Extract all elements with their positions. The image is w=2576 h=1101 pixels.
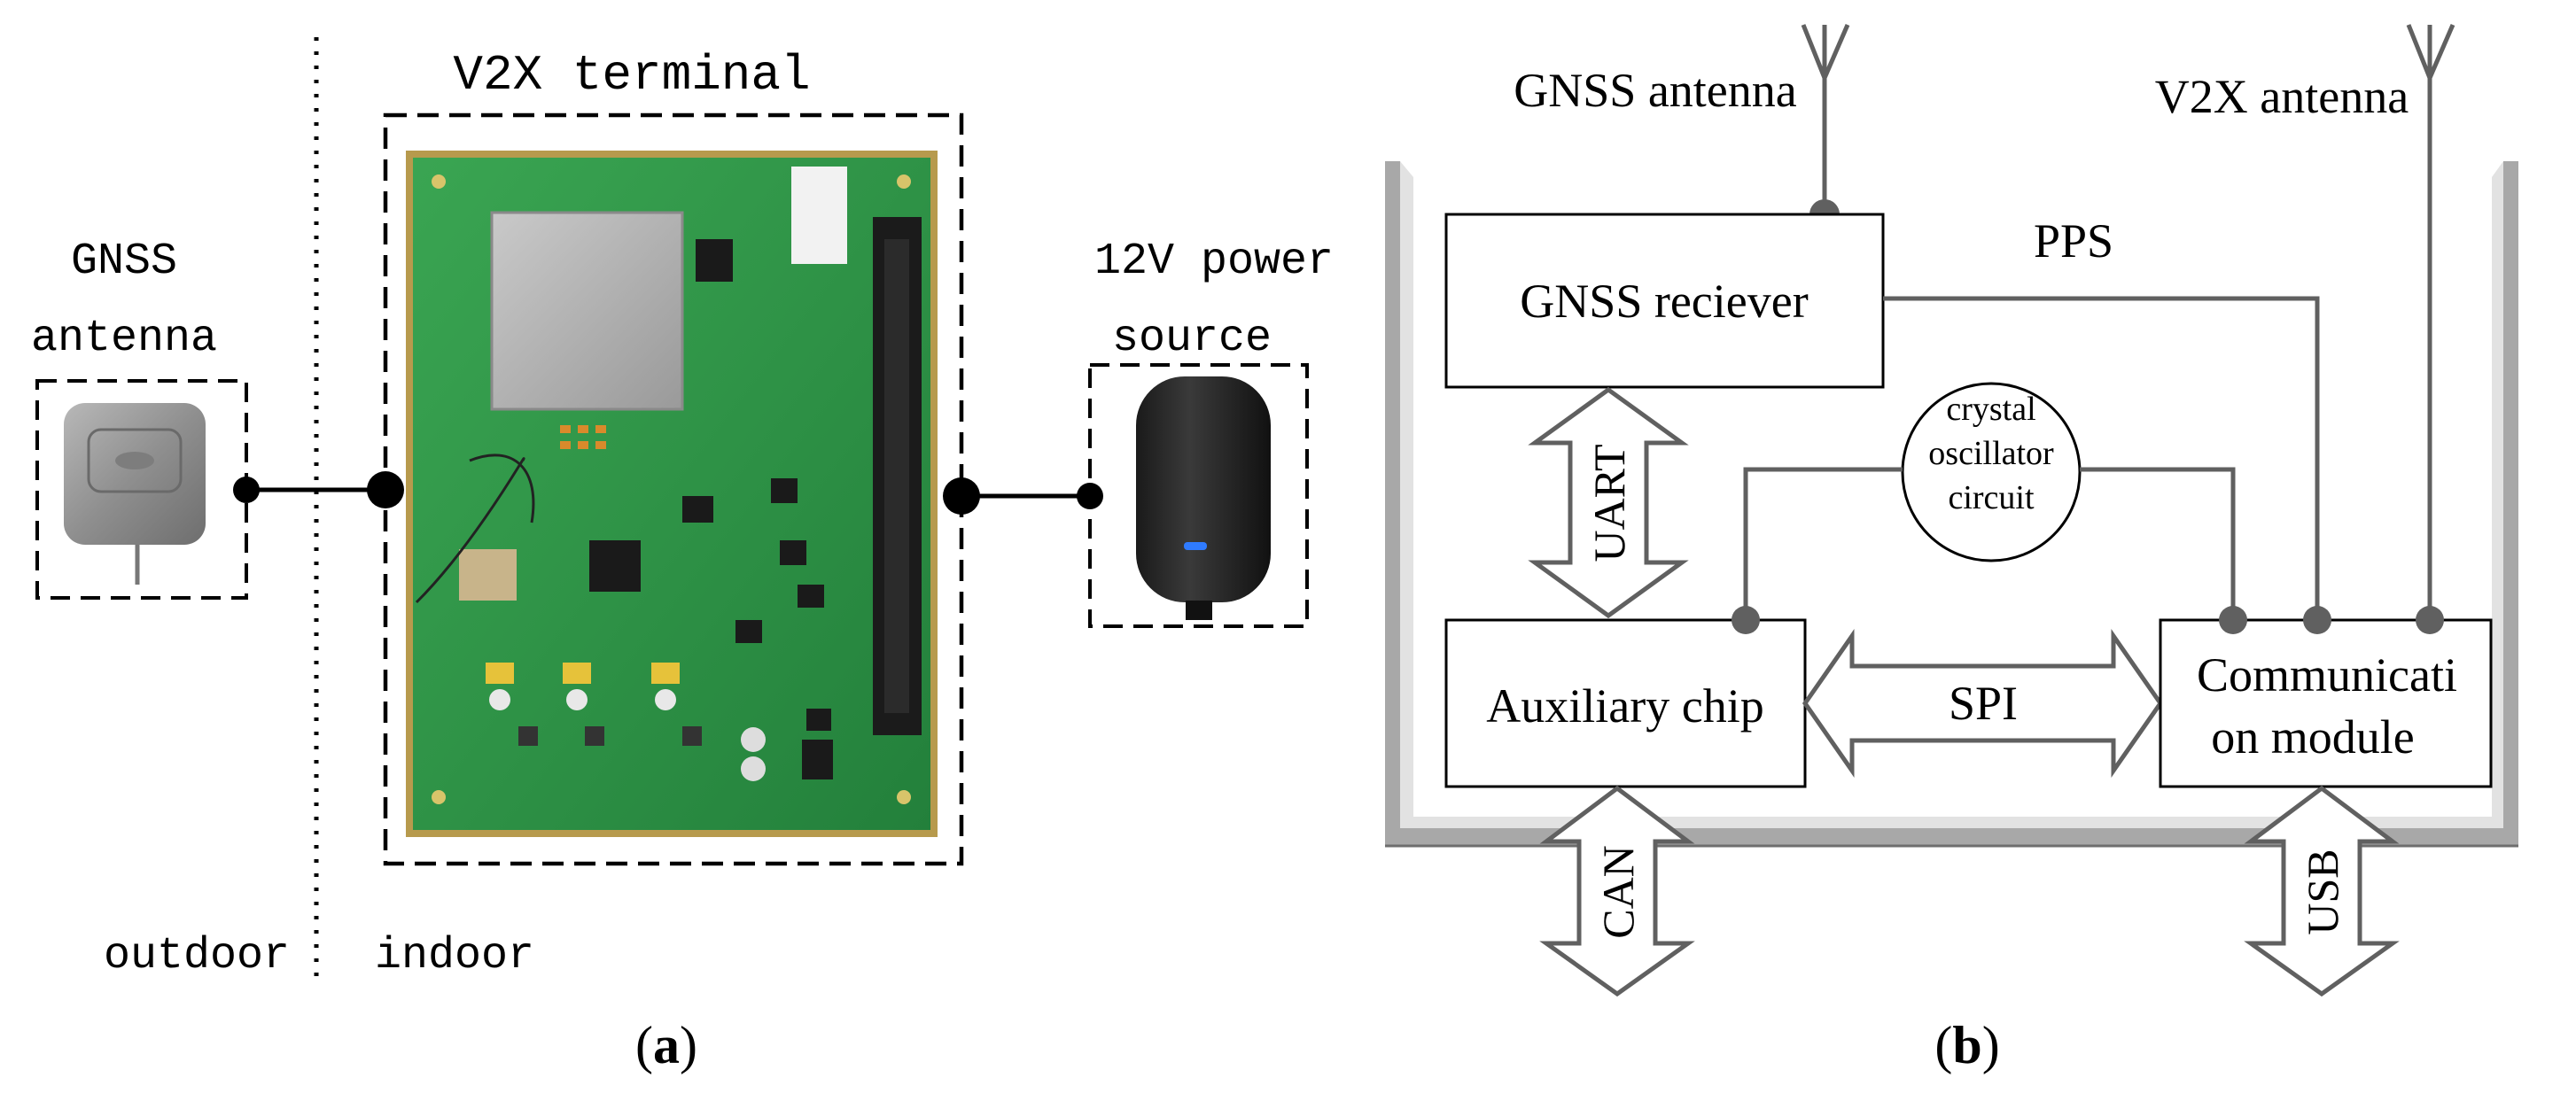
crystal-label-line2: oscillator [1928,435,2054,472]
panel-b-caption: (b) [1934,1016,1999,1074]
power-source-box [1088,363,1309,628]
v2x-terminal-label: V2X terminal [453,47,810,104]
v2x-antenna-label: V2X antenna [2155,70,2409,123]
crystal-oscillator-circle [1901,382,2082,562]
power-label-line1: 12V power [1094,236,1334,287]
comm-v2x-antenna-port-dot [2416,606,2444,634]
panel-a-caption: (a) [635,1016,697,1074]
comm-pps-port-dot [2303,606,2331,634]
uart-arrow [1528,386,1689,619]
pps-label: PPS [2034,214,2113,267]
gnss-receiver-label: GNSS reciever [1520,275,1808,328]
gnss-antenna-photo [64,403,206,585]
outdoor-label: outdoor [104,931,290,981]
crystal-label-line3: circuit [1948,479,2035,516]
v2x-terminal-pcb-photo [406,151,938,837]
usb-arrow [2244,785,2400,997]
uart-label: UART [1584,444,1634,562]
gnss-antenna-label-line1: GNSS [71,236,177,287]
communication-module-label-line2: on module [2211,710,2414,764]
pps-line [1883,296,2320,620]
gnss-receiver-box [1444,213,1885,389]
gnss-antenna-symbol [1801,24,1850,214]
v2x-terminal-box [383,112,964,866]
terminal-right-connector-dot [943,477,980,515]
v2x-antenna-symbol [2406,24,2455,620]
communication-module-label-line1: Communicati [2197,648,2457,702]
gnss-antenna-label: GNSS antenna [1514,64,1796,117]
crystal-to-aux-line [1743,467,1903,620]
spi-label: SPI [1949,677,2018,730]
usb-label: USB [2298,849,2347,934]
crystal-label-line1: crystal [1946,391,2035,428]
gnss-antenna-label-line2: antenna [31,314,217,364]
auxiliary-chip-box [1444,618,1807,788]
crystal-to-comm-line [2080,467,2236,620]
indoor-label: indoor [375,931,534,981]
power-label-line2: source [1112,314,1272,364]
panel-b: GNSS antenna V2X antenna GNSS reciever P… [1385,24,2518,1074]
auxiliary-chip-label: Auxiliary chip [1486,679,1763,733]
can-arrow [1539,785,1695,997]
aux-crystal-port-dot [1732,606,1760,634]
panel-a: GNSS antenna V2X terminal [31,37,1334,1074]
power-adapter-photo [1136,376,1271,620]
antenna-connector-dot [233,477,260,503]
can-label: CAN [1593,845,1643,939]
comm-crystal-port-dot [2219,606,2247,634]
